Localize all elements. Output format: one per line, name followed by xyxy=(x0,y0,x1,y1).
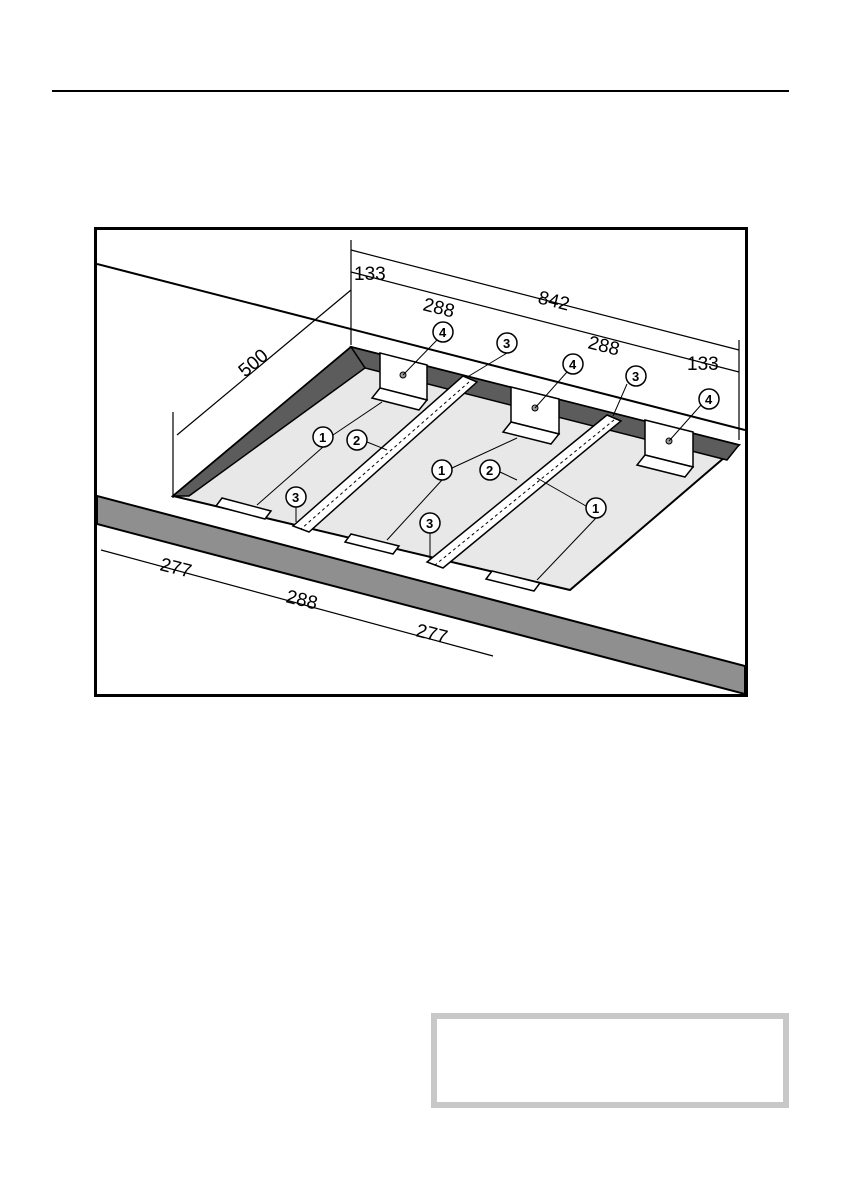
dim-front-right: 277 xyxy=(414,620,450,648)
svg-text:1: 1 xyxy=(592,501,599,516)
callout-3-bottom-left: 3 xyxy=(286,487,306,507)
svg-text:2: 2 xyxy=(486,463,493,478)
callout-3-bottom-right: 3 xyxy=(420,513,440,533)
svg-text:3: 3 xyxy=(503,336,510,351)
dim-right-offset: 133 xyxy=(687,354,719,375)
svg-text:4: 4 xyxy=(439,325,447,340)
callout-2-left: 2 xyxy=(347,430,367,450)
svg-text:4: 4 xyxy=(705,392,713,407)
svg-text:4: 4 xyxy=(569,357,577,372)
svg-text:2: 2 xyxy=(353,433,360,448)
callout-3-top-left: 3 xyxy=(497,333,517,353)
svg-text:3: 3 xyxy=(426,516,433,531)
dim-front-left: 277 xyxy=(158,554,194,582)
header-rule xyxy=(52,90,789,92)
callout-4-middle: 4 xyxy=(563,354,583,374)
callout-3-top-right: 3 xyxy=(626,366,646,386)
note-box xyxy=(431,1013,789,1108)
callout-1-right: 1 xyxy=(586,498,606,518)
svg-text:3: 3 xyxy=(632,369,639,384)
dim-depth: 500 xyxy=(235,345,273,381)
dim-total-width: 842 xyxy=(536,287,572,315)
dim-spacing-right: 288 xyxy=(586,332,622,360)
svg-text:1: 1 xyxy=(438,463,445,478)
cutout-drawing: 842 133 288 288 133 500 277 288 277 1 2 … xyxy=(97,230,745,694)
callout-4-right: 4 xyxy=(699,389,719,409)
dim-front-middle: 288 xyxy=(284,586,320,614)
callout-2-right: 2 xyxy=(480,460,500,480)
callout-1-left: 1 xyxy=(313,427,333,447)
dim-left-offset: 133 xyxy=(354,264,386,285)
svg-text:1: 1 xyxy=(319,430,326,445)
svg-text:3: 3 xyxy=(292,490,299,505)
dim-spacing-left: 288 xyxy=(421,294,457,322)
installation-diagram: 842 133 288 288 133 500 277 288 277 1 2 … xyxy=(94,227,748,697)
callout-4-left: 4 xyxy=(433,322,453,342)
callout-1-middle: 1 xyxy=(432,460,452,480)
